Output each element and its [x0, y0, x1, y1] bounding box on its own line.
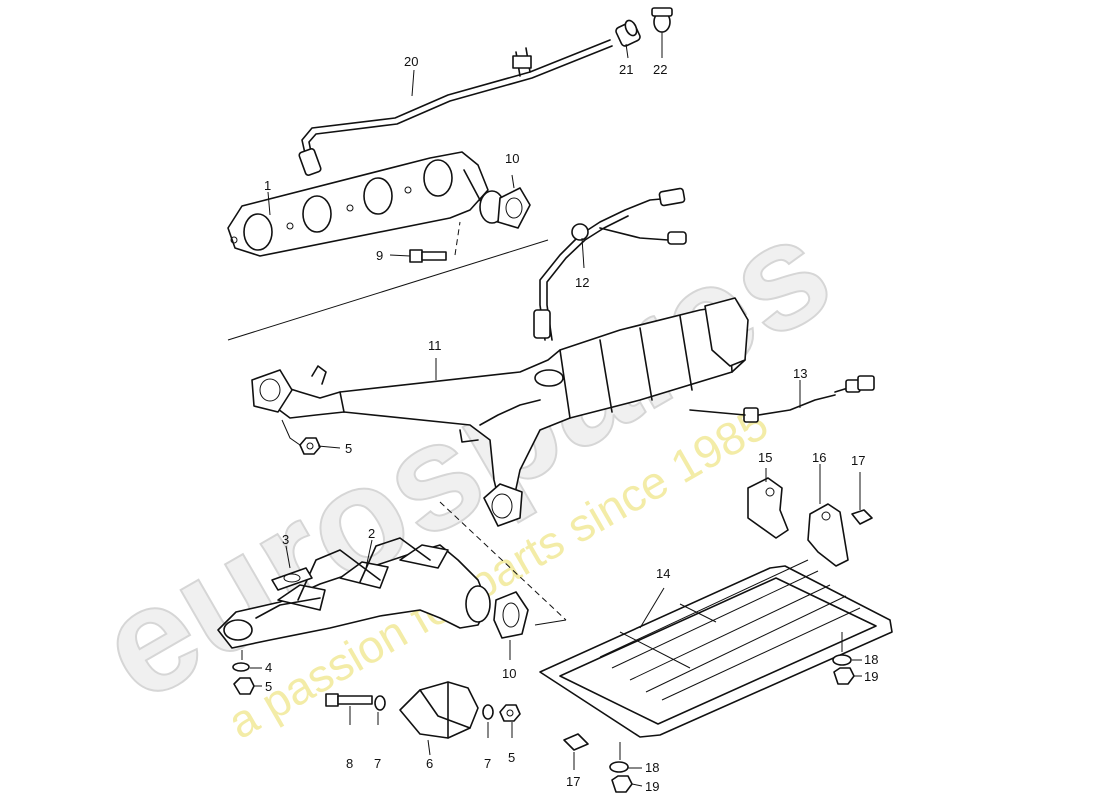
part-17-clip-nut-upper — [851, 509, 873, 525]
assembly-line-11-1 — [227, 239, 549, 341]
callout-15: 15 — [758, 450, 772, 465]
callout-5-right: 5 — [508, 750, 515, 765]
callout-20: 20 — [404, 54, 418, 69]
callout-1: 1 — [264, 178, 271, 193]
callout-2: 2 — [368, 526, 375, 541]
callout-11: 11 — [428, 338, 442, 353]
part-10-gasket-lower — [493, 591, 529, 639]
part-2-manifold-lower — [217, 537, 491, 649]
part-19-bolt-right — [833, 667, 855, 685]
part-1-manifold — [227, 151, 505, 257]
callout-21: 21 — [619, 62, 633, 77]
part-5-nut-upper — [299, 437, 321, 455]
part-10-gasket-upper — [497, 187, 531, 229]
part-8-bolt — [325, 693, 373, 707]
part-7-washer-right — [482, 704, 494, 720]
part-5-nut-left — [233, 677, 255, 695]
part-18-washer-right — [832, 654, 852, 666]
callout-16: 16 — [812, 450, 826, 465]
part-9-bolt — [409, 249, 447, 263]
part-11-exhaust-pipe-catalyst — [251, 297, 749, 527]
callout-7-left: 7 — [374, 756, 381, 771]
callout-12: 12 — [575, 275, 589, 290]
callout-3: 3 — [282, 532, 289, 547]
part-13-temp-sensor — [689, 375, 875, 423]
callout-6: 6 — [426, 756, 433, 771]
part-7-washer-left — [374, 695, 386, 711]
callout-labels: 1 2 3 4 5 5 5 6 7 7 8 9 10 10 11 12 13 1… — [264, 54, 878, 794]
part-5-nut-right — [499, 704, 521, 722]
callout-7-right: 7 — [484, 756, 491, 771]
assembly-line-lower-right — [439, 501, 567, 621]
part-4-washer — [232, 662, 250, 672]
part-15-bracket — [747, 477, 789, 539]
callout-4: 4 — [265, 660, 272, 675]
callout-5-left: 5 — [265, 679, 272, 694]
callout-17-lower: 17 — [566, 774, 580, 789]
callout-18-right: 18 — [864, 652, 878, 667]
assembly-line-5-upper — [281, 419, 301, 446]
part-3-gasket — [271, 567, 313, 591]
callout-18-lower: 18 — [645, 760, 659, 775]
callout-19-right: 19 — [864, 669, 878, 684]
callout-5-upper: 5 — [345, 441, 352, 456]
callout-19-lower: 19 — [645, 779, 659, 794]
part-12-oxygen-sensor — [533, 187, 687, 341]
callout-17-upper: 17 — [851, 453, 865, 468]
callout-10-lower: 10 — [502, 666, 516, 681]
callout-22: 22 — [653, 62, 667, 77]
part-14-shield-plate — [539, 559, 893, 738]
part-6-heat-shield — [399, 681, 479, 739]
callout-9: 9 — [376, 248, 383, 263]
part-17-clip-nut-lower — [563, 733, 589, 751]
callout-leaders — [250, 32, 862, 787]
part-20-pipe — [298, 39, 613, 176]
assembly-line-10-lower — [534, 619, 567, 626]
part-16-bracket — [807, 503, 849, 567]
part-18-washer-lower — [609, 761, 629, 773]
part-19-bolt-lower — [611, 775, 633, 793]
part-22-clamp — [651, 7, 673, 33]
callout-14: 14 — [656, 566, 670, 581]
callout-13: 13 — [793, 366, 807, 381]
part-21-hose — [615, 19, 641, 47]
callout-10-upper: 10 — [505, 151, 519, 166]
assembly-line-upper — [454, 221, 461, 256]
callout-8: 8 — [346, 756, 353, 771]
